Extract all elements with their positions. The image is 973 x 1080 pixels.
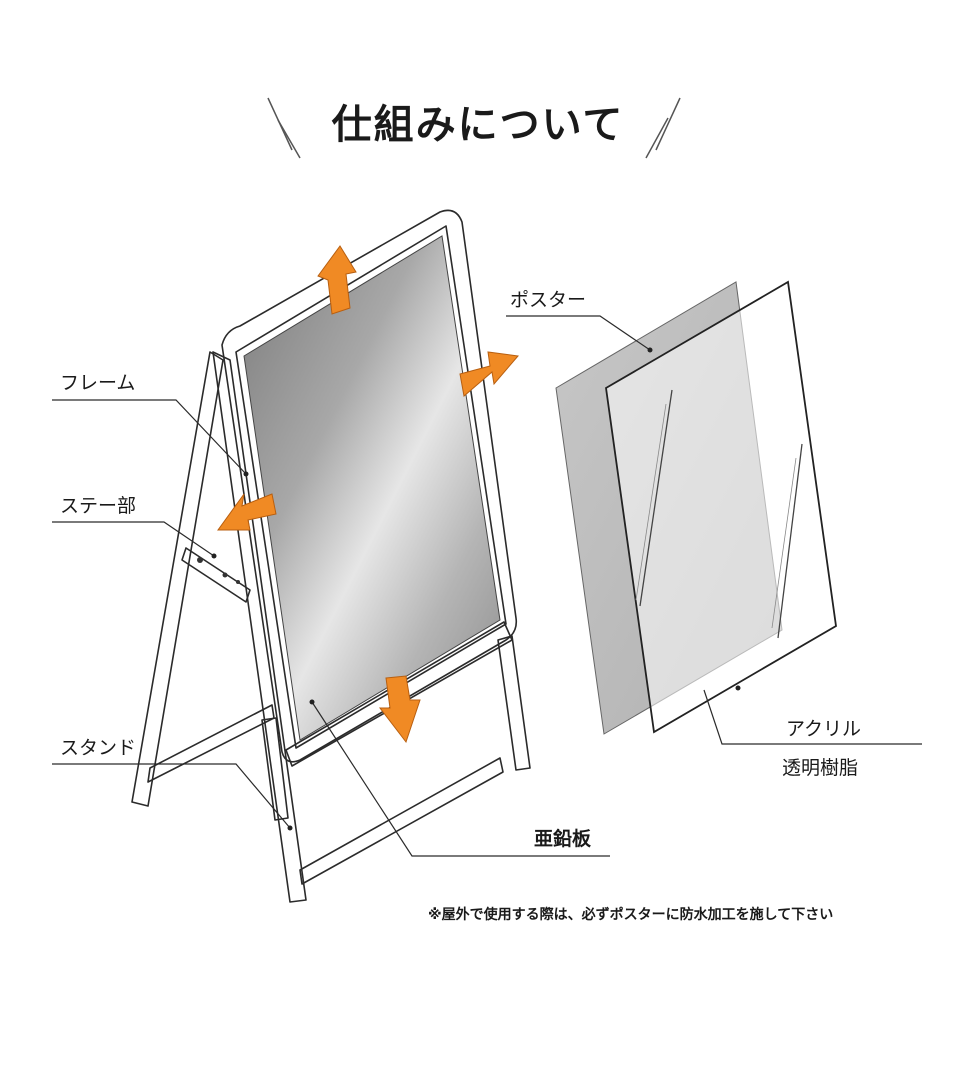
- label-acrylic-sub: 透明樹脂: [782, 757, 858, 779]
- arrow-down-icon: [378, 675, 421, 744]
- acrylic-sheet: [605, 280, 837, 734]
- frame-inner-edge: [235, 225, 507, 749]
- frame-outer: [221, 209, 518, 763]
- zinc-plate: [243, 235, 501, 741]
- leader-stay: [52, 521, 215, 557]
- label-stand: スタンド: [60, 737, 136, 759]
- arrow-right-icon: [459, 351, 519, 397]
- stay-bar: [181, 547, 251, 603]
- label-frame: フレーム: [60, 372, 135, 394]
- frame-bottom-rail: [285, 621, 513, 767]
- leader-frame: [52, 399, 247, 475]
- label-zinc-plate: 亜鉛板: [534, 827, 592, 850]
- back-leg-left: [131, 351, 224, 807]
- stay-brace: [181, 547, 251, 603]
- part-labels: フレーム ステー部 スタンド ポスター アクリル 透明樹脂 亜鉛板: [60, 289, 861, 850]
- stand-legs: [131, 351, 531, 903]
- leader-lines: [52, 315, 922, 857]
- exploded-parts: [555, 280, 837, 735]
- leader-acrylic: [703, 689, 922, 745]
- title-deco-right-1: [655, 97, 681, 151]
- page-title: 仕組みについて: [332, 102, 625, 148]
- arrow-left-icon: [217, 493, 277, 531]
- label-stay: ステー部: [60, 495, 136, 517]
- title-group: 仕組みについて: [267, 97, 681, 159]
- movement-arrows: [217, 245, 519, 744]
- arrow-up-icon: [317, 245, 357, 315]
- leader-zinc: [311, 701, 610, 857]
- leader-stand: [52, 763, 291, 829]
- title-deco-left-2: [277, 119, 301, 159]
- back-leg-right: [261, 717, 289, 821]
- title-deco-right-2: [645, 117, 669, 159]
- leader-poster: [506, 315, 651, 351]
- outdoor-use-note: ※屋外で使用する際は、必ずポスターに防水加工を施して下さい: [428, 906, 833, 923]
- stand-crossbar-back: [147, 704, 275, 783]
- front-leg-right: [497, 635, 531, 771]
- label-acrylic: アクリル: [786, 718, 861, 740]
- sign-frame: [221, 209, 518, 767]
- stand-crossbar-front: [299, 757, 504, 885]
- label-poster: ポスター: [510, 289, 586, 311]
